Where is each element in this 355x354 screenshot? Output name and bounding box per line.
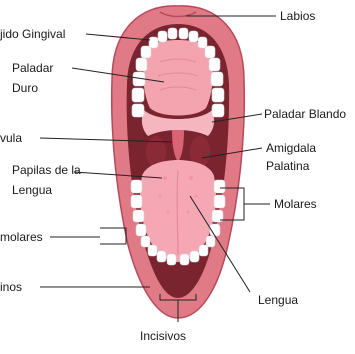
label-papilas-2: Lengua: [12, 183, 52, 197]
label-caninos: inos: [0, 280, 22, 294]
label-paladar-duro-1: Paladar: [12, 61, 53, 75]
label-tejido-gingival: jido Gingival: [0, 27, 65, 41]
label-molares: Molares: [274, 197, 317, 211]
label-premolares: molares: [0, 230, 43, 244]
label-amigdala-1: Amigdala: [266, 141, 316, 155]
label-papilas-1: Papilas de la: [12, 163, 81, 177]
hard-palate: [143, 40, 213, 116]
label-lengua: Lengua: [258, 293, 298, 307]
label-labios: Labios: [280, 9, 315, 23]
label-amigdala-2: Palatina: [266, 159, 310, 173]
label-paladar-duro-2: Duro: [12, 81, 38, 95]
label-paladar-blando: Paladar Blando: [264, 107, 346, 121]
label-incisivos: Incisivos: [140, 329, 186, 343]
label-uvula: vula: [0, 131, 22, 145]
